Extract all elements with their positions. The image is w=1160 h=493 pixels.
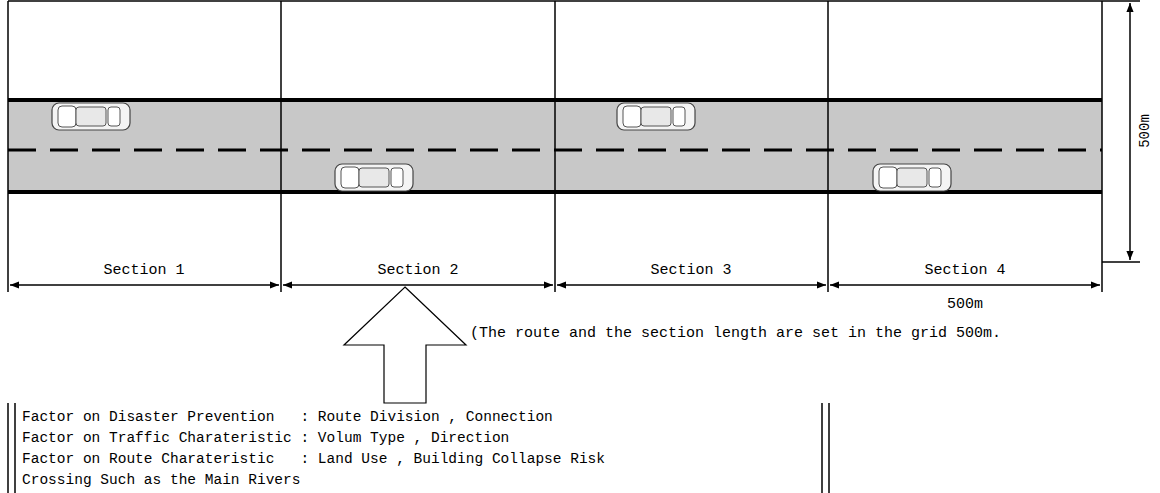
car — [335, 164, 413, 191]
section-label: Section 1 — [103, 263, 184, 278]
section-dimensions — [10, 284, 1100, 286]
car — [617, 103, 695, 130]
dimension-label: 500m — [947, 297, 983, 312]
vertical-dimension — [1102, 1, 1140, 262]
factor-box: Factor on Disaster Prevention : Route Di… — [16, 405, 821, 493]
factor-text: Crossing Such as the Main Rivers — [22, 470, 815, 491]
factor-text: Factor on Disaster Prevention : Route Di… — [22, 407, 815, 428]
section-label: Section 2 — [377, 263, 458, 278]
cars — [52, 103, 951, 191]
factor-text: Factor on Route Charateristic : Land Use… — [22, 449, 815, 470]
section-label: Section 3 — [650, 263, 731, 278]
car — [52, 103, 130, 130]
car — [873, 164, 951, 191]
grid-lines — [8, 1, 1102, 292]
note-text: (The route and the section length are se… — [470, 326, 1001, 341]
pointer-arrow — [344, 287, 466, 403]
dimension-label: 500m — [1138, 114, 1152, 148]
section-label: Section 4 — [924, 263, 1005, 278]
box-border — [8, 403, 829, 493]
factor-text: Factor on Traffic Charateristic : Volum … — [22, 428, 815, 449]
